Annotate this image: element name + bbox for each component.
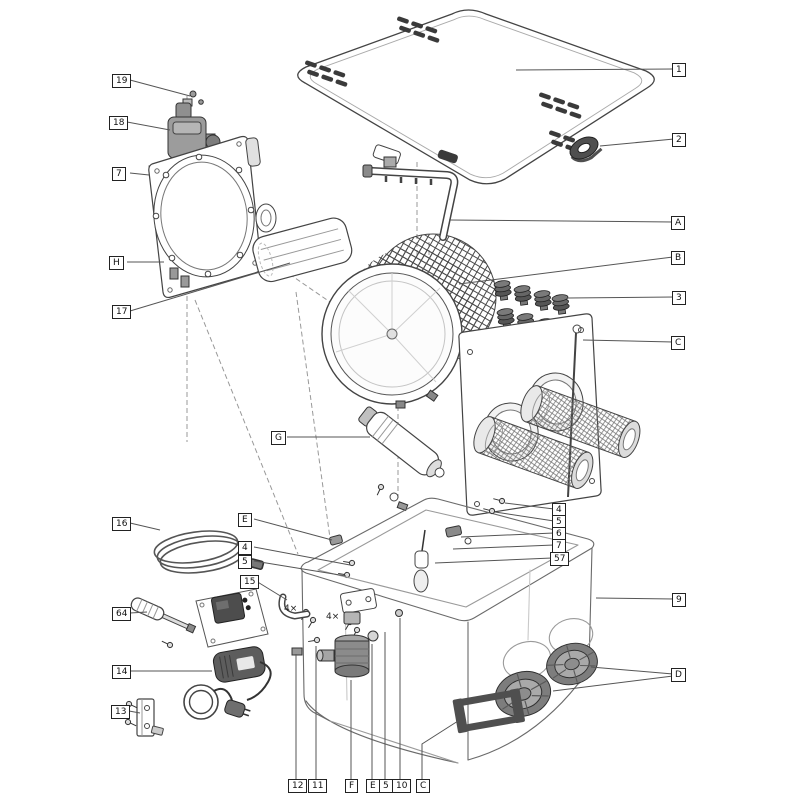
callout-4: 4	[238, 541, 252, 555]
callout-17: 17	[112, 305, 132, 319]
callout-14: 14	[112, 665, 132, 679]
part-power-plug	[183, 684, 251, 720]
callout-18: 18	[109, 116, 129, 130]
callout-5: 5	[379, 779, 393, 793]
part-foam-insert	[252, 217, 353, 283]
callout-57: 57	[550, 552, 570, 566]
callout-3: 3	[672, 291, 686, 305]
part-pump-assembly	[291, 588, 403, 678]
part-handle-bracket	[452, 688, 525, 734]
part-elbow	[278, 593, 311, 620]
callout-C: C	[416, 779, 431, 793]
part-transformer-plate	[195, 588, 269, 648]
part-ballast	[212, 646, 272, 701]
callout-19: 19	[112, 74, 132, 88]
callout-2: 2	[672, 133, 686, 147]
callout-D: D	[671, 668, 686, 682]
callout-F: F	[345, 779, 359, 793]
part-lid	[297, 9, 655, 185]
callout-H: H	[109, 256, 124, 270]
callout-A: A	[671, 216, 686, 230]
part-tool-screw	[160, 638, 174, 649]
leader-lines	[126, 68, 675, 779]
callout-7: 7	[552, 539, 566, 553]
callout-10: 10	[392, 779, 412, 793]
callout-12: 12	[288, 779, 308, 793]
callout-B: B	[671, 251, 686, 265]
quantity-annotation: 4×	[326, 612, 340, 622]
quantity-annotation: 4×	[284, 604, 298, 614]
callout-E: E	[366, 779, 380, 793]
callout-E: E	[238, 513, 252, 527]
callout-G: G	[271, 431, 286, 445]
part-tool	[130, 597, 197, 634]
callout-11: 11	[308, 779, 328, 793]
part-frame	[148, 135, 277, 299]
part-sealing-roll	[569, 136, 603, 163]
callout-9: 9	[672, 593, 686, 607]
callout-16: 16	[112, 517, 132, 531]
callout-7: 7	[112, 167, 126, 181]
callout-5: 5	[238, 555, 252, 569]
part-small-fasteners	[329, 534, 356, 579]
callout-13: 13	[111, 705, 131, 719]
part-spray-pipe	[362, 156, 459, 241]
callout-64: 64	[112, 607, 132, 621]
part-uvc-unit	[358, 406, 445, 512]
part-mounting-bracket	[124, 698, 164, 737]
part-drum	[321, 233, 497, 409]
callout-C: C	[671, 336, 686, 350]
part-float-switch	[413, 495, 506, 593]
callout-1: 1	[672, 63, 686, 77]
callout-15: 15	[240, 575, 260, 589]
